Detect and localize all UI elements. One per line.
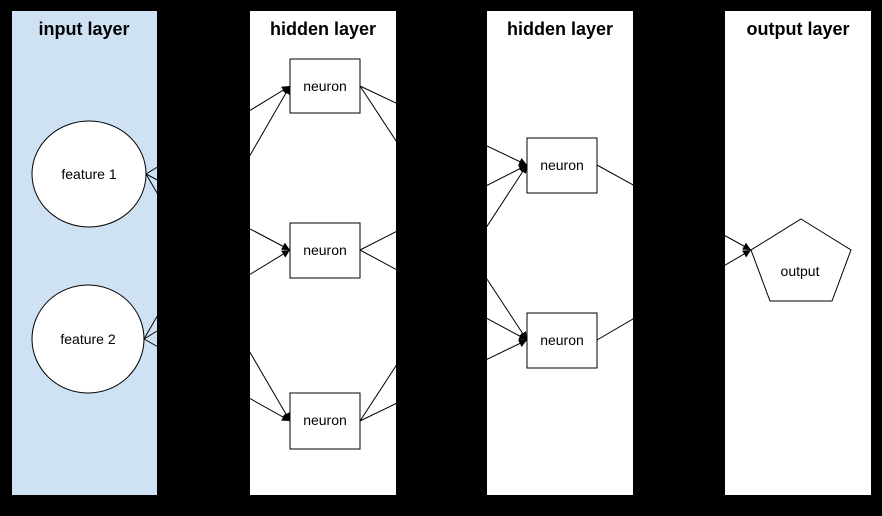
hidden-layer-1-title: hidden layer xyxy=(270,19,376,39)
h2-neuron-2-label: neuron xyxy=(540,332,584,348)
edge-feature2-to-h1-neuron1 xyxy=(143,85,291,340)
h1-neuron-3-node xyxy=(289,392,361,450)
edge-feature1-to-h1-neuron2 xyxy=(145,173,291,251)
feature-2-label: feature 2 xyxy=(60,331,115,347)
edge-h1-neuron2-to-h2-neuron2 xyxy=(359,249,528,341)
feature-1-node xyxy=(31,120,147,228)
feature-1-label: feature 1 xyxy=(61,166,116,182)
h2-neuron-1-node xyxy=(526,137,598,194)
hidden-layer-2-title: hidden layer xyxy=(507,19,613,39)
input-layer-panel xyxy=(12,11,157,495)
feature-2-node xyxy=(31,284,145,394)
edge-h2-neuron1-to-output xyxy=(596,164,752,251)
edge-feature1-to-h1-neuron3 xyxy=(145,173,291,422)
h2-neuron-1-label: neuron xyxy=(540,157,584,173)
edge-feature1-to-h1-neuron1 xyxy=(145,85,291,175)
edge-feature2-to-h1-neuron2 xyxy=(143,249,291,340)
edge-h1-neuron3-to-h2-neuron1 xyxy=(359,164,528,422)
edge-h1-neuron3-to-h2-neuron2 xyxy=(359,339,528,422)
h1-neuron-2-label: neuron xyxy=(303,242,347,258)
edge-h1-neuron1-to-h2-neuron2 xyxy=(359,85,528,341)
output-layer-title: output layer xyxy=(746,19,849,39)
edge-feature2-to-h1-neuron3 xyxy=(143,338,291,422)
h2-neuron-2-node xyxy=(526,312,598,369)
h1-neuron-3-label: neuron xyxy=(303,412,347,428)
output-label: output xyxy=(781,263,820,279)
h1-neuron-1-label: neuron xyxy=(303,78,347,94)
edge-h2-neuron2-to-output xyxy=(596,249,752,341)
input-layer-title: input layer xyxy=(38,19,129,39)
hidden-layer-2-panel xyxy=(487,11,633,495)
output-node xyxy=(750,218,852,302)
edge-h1-neuron1-to-h2-neuron1 xyxy=(359,85,528,166)
h1-neuron-1-node xyxy=(289,58,361,114)
h1-neuron-2-node xyxy=(289,222,361,279)
edge-h1-neuron2-to-h2-neuron1 xyxy=(359,164,528,251)
